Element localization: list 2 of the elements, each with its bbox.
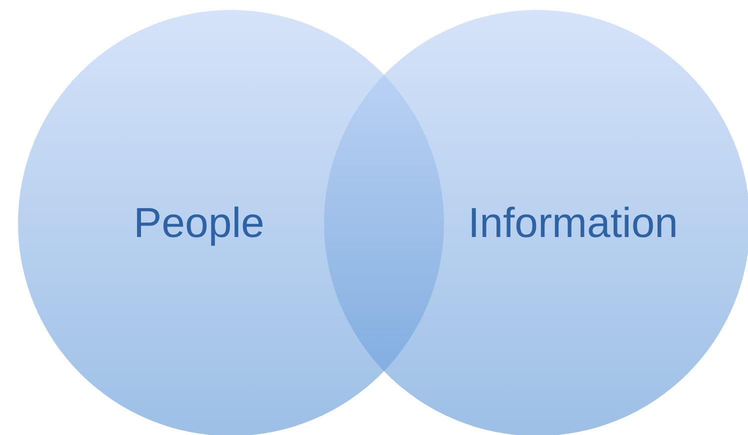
circle-label: Information (468, 199, 678, 247)
circle-label: People (134, 199, 264, 247)
